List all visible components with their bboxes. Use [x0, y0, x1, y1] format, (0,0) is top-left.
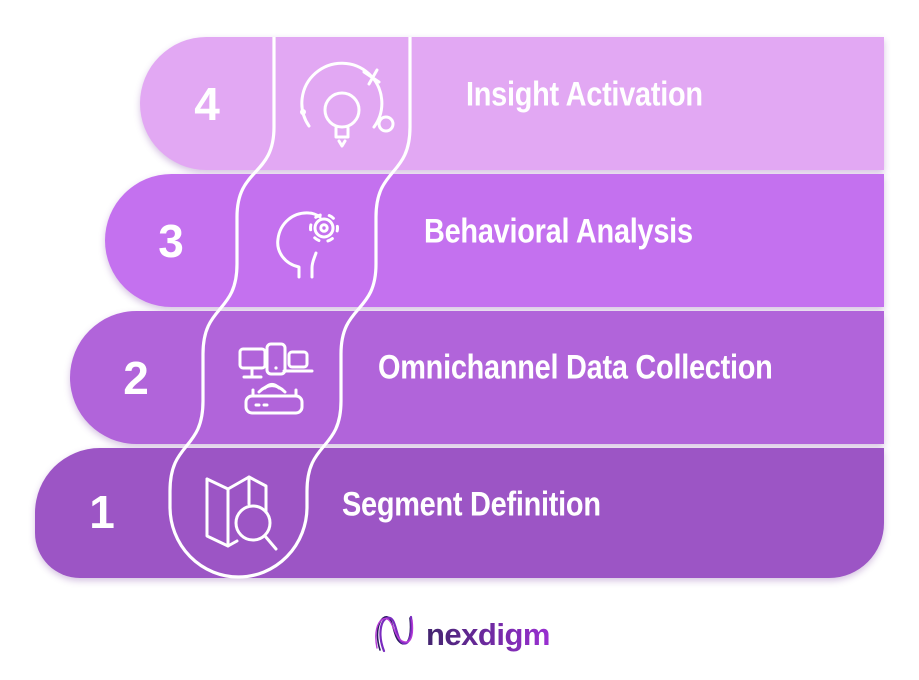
step-label-2: Omnichannel Data Collection: [378, 348, 773, 387]
nexdigm-logo-mark: [375, 615, 414, 653]
step-number-4: 4: [194, 78, 220, 130]
step-label-4: Insight Activation: [466, 75, 703, 114]
nexdigm-logo: nexdigm: [375, 615, 550, 653]
step-number-1: 1: [89, 486, 115, 538]
step-label-1: Segment Definition: [342, 485, 601, 524]
step-number-3: 3: [158, 215, 184, 267]
step-number-2: 2: [123, 352, 149, 404]
nexdigm-logo-text: nexdigm: [426, 617, 550, 652]
step-label-3: Behavioral Analysis: [424, 212, 693, 251]
